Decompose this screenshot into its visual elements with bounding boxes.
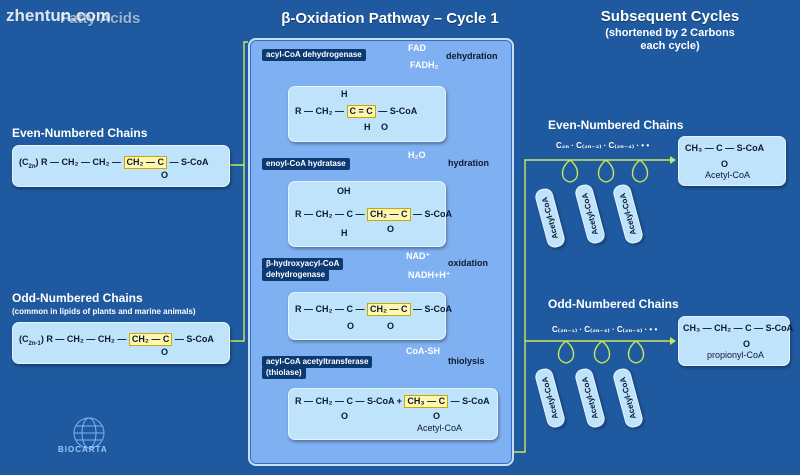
right-subtitle-2: each cycle)	[640, 40, 700, 52]
mol2-highlight: CH₂ — C	[367, 208, 411, 221]
enzyme-hydroxyacyl-dehydrogenase-line1: β-hydroxyacyl-CoA	[262, 258, 344, 270]
mol1-oxygen: O	[381, 122, 389, 132]
mol3-highlight: CH₂ — C	[367, 303, 411, 316]
mol3-oxygen-2: O	[387, 321, 395, 331]
cofactor-fadh2: FADH₂	[410, 60, 439, 70]
even-product-oxygen: O	[721, 159, 729, 169]
mol4-highlight: CH₃ — C	[404, 395, 449, 408]
mol2-formula: R — CH₂ — C — CH₂ — C — S-CoA	[295, 208, 452, 221]
even-product-acetyl-coa: CH₃ — C — S-CoA O Acetyl-CoA	[678, 136, 786, 186]
center-title: β-Oxidation Pathway – Cycle 1	[281, 10, 499, 27]
watermark: zhentun.com	[6, 6, 111, 25]
mol2-oxygen: O	[387, 224, 395, 234]
enzyme-thiolase-line2: (thiolase)	[262, 367, 306, 379]
globe-icon	[73, 417, 105, 449]
enzyme-thiolase-line1: acyl-CoA acetyltransferase	[262, 356, 373, 368]
odd-product-oxygen: O	[743, 339, 751, 349]
even-cycle-sequence: C₂ₙ · C₍₂ₙ₋₂₎ · C₍₂ₙ₋₄₎ · • •	[556, 141, 650, 150]
even-chain-highlight: CH₂ — C	[123, 156, 168, 169]
step-oxidation: oxidation	[448, 258, 488, 268]
cofactor-coa-sh: CoA-SH	[406, 346, 440, 356]
mol3-formula: R — CH₂ — C — CH₂ — C — S-CoA	[295, 303, 452, 316]
left-title: Fatty Acids	[60, 10, 141, 27]
mol1-h-top: H	[341, 89, 348, 99]
mol4-oxygen-1: O	[341, 411, 349, 421]
right-subtitle-1: (shortened by 2 Carbons	[605, 27, 735, 39]
molecule-hydroxyacyl-coa: OH R — CH₂ — C — CH₂ — C — S-CoA H O	[288, 181, 452, 247]
mol4-formula: R — CH₂ — C — S-CoA + CH₃ — C — S-CoA	[295, 395, 490, 408]
even-chain-formula: (C2n) R — CH₂ — CH₂ — CH₂ — C — S-CoA	[19, 156, 209, 170]
even-chains-heading: Even-Numbered Chains	[12, 126, 148, 140]
odd-product-label: propionyl-CoA	[707, 350, 765, 360]
enzyme-enoyl-coa-hydratase: enoyl-CoA hydratase	[262, 158, 350, 170]
molecule-ketoacyl-coa: R — CH₂ — C — CH₂ — C — S-CoA O O	[288, 292, 452, 340]
mol2-hydroxyl: OH	[337, 186, 351, 196]
odd-chains-note: (common in lipids of plants and marine a…	[12, 307, 196, 316]
cofactor-nad: NAD⁺	[406, 251, 431, 261]
mol3-oxygen-1: O	[347, 321, 355, 331]
enzyme-acyl-coa-dehydrogenase: acyl-CoA dehydrogenase	[262, 49, 366, 61]
even-product-formula: CH₃ — C — S-CoA	[685, 143, 765, 153]
odd-chain-oxygen: O	[161, 347, 169, 357]
odd-product-formula: CH₃ — CH₂ — C — S-CoA	[683, 323, 794, 333]
even-chain-oxygen: O	[161, 170, 169, 180]
cofactor-fad: FAD	[408, 43, 426, 53]
mol1-highlight: C = C	[346, 105, 376, 118]
even-product-label: Acetyl-CoA	[705, 170, 751, 180]
odd-cycle-sequence: C₍₂ₙ₋₁₎ · C₍₂ₙ₋₃₎ · C₍₂ₙ₋₅₎ · • •	[552, 325, 658, 334]
mol4-oxygen-2: O	[433, 411, 441, 421]
step-dehydration: dehydration	[446, 51, 498, 61]
biocarta-logo	[70, 414, 108, 452]
subsequent-odd-heading: Odd-Numbered Chains	[548, 297, 679, 311]
odd-chains-heading: Odd-Numbered Chains	[12, 291, 143, 305]
cofactor-water: H₂O	[408, 150, 426, 160]
cofactor-nadh: NADH+H⁺	[408, 270, 451, 280]
odd-chain-formula: (C2n-1) R — CH₂ — CH₂ — CH₂ — C — S-CoA	[19, 333, 214, 347]
mol1-h-bottom: H	[364, 122, 371, 132]
logo-text: BIOCARTA	[58, 445, 108, 454]
odd-chain-highlight: CH₂ — C	[128, 333, 173, 346]
right-title: Subsequent Cycles	[600, 8, 740, 25]
molecule-thiolysis-products: R — CH₂ — C — S-CoA + CH₃ — C — S-CoA O …	[288, 388, 498, 440]
step-hydration: hydration	[448, 158, 490, 168]
mol1-formula: R — CH₂ — C = C — S-CoA	[295, 105, 418, 118]
mol2-h-bottom: H	[341, 228, 348, 238]
mol4-acetyl-coa-label: Acetyl-CoA	[417, 423, 463, 433]
molecule-enoyl-coa: H R — CH₂ — C = C — S-CoA H O	[288, 86, 446, 142]
even-chain-molecule: (C2n) R — CH₂ — CH₂ — CH₂ — C — S-CoA O	[12, 145, 230, 187]
odd-chain-molecule: (C2n-1) R — CH₂ — CH₂ — CH₂ — C — S-CoA …	[12, 322, 230, 364]
odd-product-propionyl-coa: CH₃ — CH₂ — C — S-CoA O propionyl-CoA	[678, 316, 794, 366]
enzyme-hydroxyacyl-dehydrogenase-line2: dehydrogenase	[262, 269, 330, 281]
step-thiolysis: thiolysis	[448, 356, 485, 366]
subsequent-even-heading: Even-Numbered Chains	[548, 118, 684, 132]
